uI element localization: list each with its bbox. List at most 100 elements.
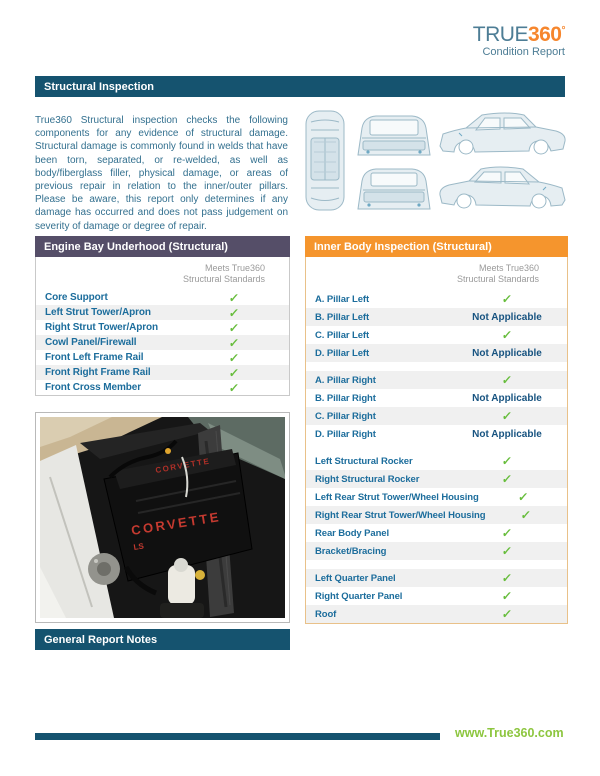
- true360-wordmark: TRUE360°: [472, 23, 566, 46]
- inner-body-table-body: Meets True360 Structural Standards A. Pi…: [305, 257, 568, 624]
- check-icon: ✓: [501, 571, 513, 585]
- inner-body-table-header: Inner Body Inspection (Structural): [305, 236, 568, 257]
- check-icon: ✓: [501, 544, 513, 558]
- row-label: Left Rear Strut Tower/Wheel Housing: [315, 491, 479, 503]
- not-applicable-label: Not Applicable: [472, 311, 542, 323]
- row-label: Front Left Frame Rail: [45, 352, 144, 363]
- row-label: Right Strut Tower/Apron: [45, 322, 159, 333]
- structural-inspection-header: Structural Inspection: [35, 76, 565, 97]
- row-label: Right Structural Rocker: [315, 473, 420, 485]
- car-structure-diagrams: [305, 110, 566, 211]
- table-row: Front Right Frame Rail ✓: [36, 365, 289, 380]
- general-report-notes-header: General Report Notes: [35, 629, 290, 650]
- check-icon: ✓: [228, 365, 240, 380]
- row-label: Left Structural Rocker: [315, 455, 413, 467]
- table-row: A. Pillar Right ✓: [306, 371, 567, 389]
- table-row: Right Quarter Panel ✓: [306, 587, 567, 605]
- check-icon: ✓: [228, 335, 240, 350]
- not-applicable-label: Not Applicable: [472, 392, 542, 404]
- row-label: Front Right Frame Rail: [45, 367, 151, 378]
- intro-paragraph: True360 Structural inspection checks the…: [35, 115, 288, 232]
- logo-subtitle: Condition Report: [482, 46, 565, 59]
- table-row: Roof ✓: [306, 605, 567, 623]
- table-row: Front Cross Member ✓: [36, 380, 289, 395]
- row-label: Cowl Panel/Firewall: [45, 337, 137, 348]
- check-icon: ✓: [501, 373, 513, 387]
- row-label: C. Pillar Right: [315, 410, 376, 422]
- general-report-notes-title: General Report Notes: [44, 633, 158, 646]
- row-label: Core Support: [45, 292, 108, 303]
- row-label: Front Cross Member: [45, 382, 141, 393]
- row-label: Bracket/Bracing: [315, 545, 387, 557]
- engine-bay-rows: Core Support✓Left Strut Tower/Apron✓Righ…: [36, 290, 289, 395]
- row-label: B. Pillar Left: [315, 311, 370, 323]
- engine-bay-photo: CORVETTE CORVETTE LS: [35, 412, 290, 623]
- table-row: Core Support ✓: [36, 290, 289, 305]
- row-label: Roof: [315, 608, 337, 620]
- section-gap: [306, 560, 567, 569]
- table-row: Left Rear Strut Tower/Wheel Housing ✓: [306, 488, 567, 506]
- row-label: Right Quarter Panel: [315, 590, 403, 602]
- check-icon: ✓: [501, 328, 513, 342]
- table-row: Right Strut Tower/Apron✓: [36, 320, 289, 335]
- section-gap: [306, 443, 567, 452]
- not-applicable-label: Not Applicable: [472, 428, 542, 440]
- table-row: Bracket/Bracing ✓: [306, 542, 567, 560]
- check-icon: ✓: [501, 454, 513, 468]
- row-label: Right Rear Strut Tower/Wheel Housing: [315, 509, 486, 521]
- check-icon: ✓: [501, 589, 513, 603]
- true360-logo: TRUE360° Condition Report: [472, 23, 566, 59]
- inner-body-table: Inner Body Inspection (Structural) Meets…: [305, 236, 568, 624]
- check-icon: ✓: [501, 409, 513, 423]
- engine-text-ls: LS: [133, 541, 145, 552]
- row-label: D. Pillar Left: [315, 347, 370, 359]
- engine-bay-table-title: Engine Bay Underhood (Structural): [44, 240, 228, 253]
- car-side-view-left-icon: [439, 166, 566, 209]
- check-icon: ✓: [228, 305, 240, 320]
- row-label: A. Pillar Right: [315, 374, 376, 386]
- check-icon: ✓: [520, 508, 532, 522]
- logo-true-text: TRUE: [472, 23, 529, 46]
- table-row: A. Pillar Left ✓: [306, 290, 567, 308]
- table-row: C. Pillar Left ✓: [306, 326, 567, 344]
- car-top-view-icon: [305, 110, 345, 211]
- check-icon: ✓: [228, 350, 240, 365]
- row-label: Left Strut Tower/Apron: [45, 307, 151, 318]
- engine-bay-table-body: Meets True360 Structural Standards Core …: [35, 257, 290, 396]
- row-label: C. Pillar Left: [315, 329, 370, 341]
- row-label: D. Pillar Right: [315, 428, 376, 440]
- table-row: Cowl Panel/Firewall ✓: [36, 335, 289, 350]
- row-label: Left Quarter Panel: [315, 572, 396, 584]
- table-row: B. Pillar Right Not Applicable: [306, 389, 567, 407]
- table-row: C. Pillar Right ✓: [306, 407, 567, 425]
- check-icon: ✓: [228, 380, 240, 395]
- footer-divider: [35, 733, 440, 740]
- standards-column-header: Meets True360 Structural Standards: [182, 263, 265, 284]
- footer-website-link[interactable]: www.True360.com: [455, 726, 564, 740]
- check-icon: ✓: [228, 290, 240, 305]
- check-icon: ✓: [501, 472, 513, 486]
- engine-bay-table-header: Engine Bay Underhood (Structural): [35, 236, 290, 257]
- table-row: Left Quarter Panel ✓: [306, 569, 567, 587]
- not-applicable-label: Not Applicable: [472, 347, 542, 359]
- table-row: Left Structural Rocker ✓: [306, 452, 567, 470]
- engine-bay-table: Engine Bay Underhood (Structural) Meets …: [35, 236, 290, 396]
- row-label: B. Pillar Right: [315, 392, 376, 404]
- table-row: Front Left Frame Rail ✓: [36, 350, 289, 365]
- table-row: D. Pillar Right Not Applicable: [306, 425, 567, 443]
- logo-360-text: 360: [527, 23, 562, 46]
- car-front-view-icon: [357, 115, 431, 156]
- check-icon: ✓: [517, 490, 529, 504]
- logo-degree-symbol: °: [561, 25, 566, 36]
- section-gap: [306, 362, 567, 371]
- standards-column-header: Meets True360 Structural Standards: [456, 263, 539, 284]
- inner-body-table-title: Inner Body Inspection (Structural): [314, 240, 492, 253]
- row-label: A. Pillar Left: [315, 293, 370, 305]
- structural-inspection-title: Structural Inspection: [44, 80, 155, 93]
- table-row: Rear Body Panel✓: [306, 524, 567, 542]
- table-row: Right Structural Rocker ✓: [306, 470, 567, 488]
- table-row: Right Rear Strut Tower/Wheel Housing ✓: [306, 506, 567, 524]
- check-icon: ✓: [501, 607, 513, 621]
- check-icon: ✓: [501, 292, 513, 306]
